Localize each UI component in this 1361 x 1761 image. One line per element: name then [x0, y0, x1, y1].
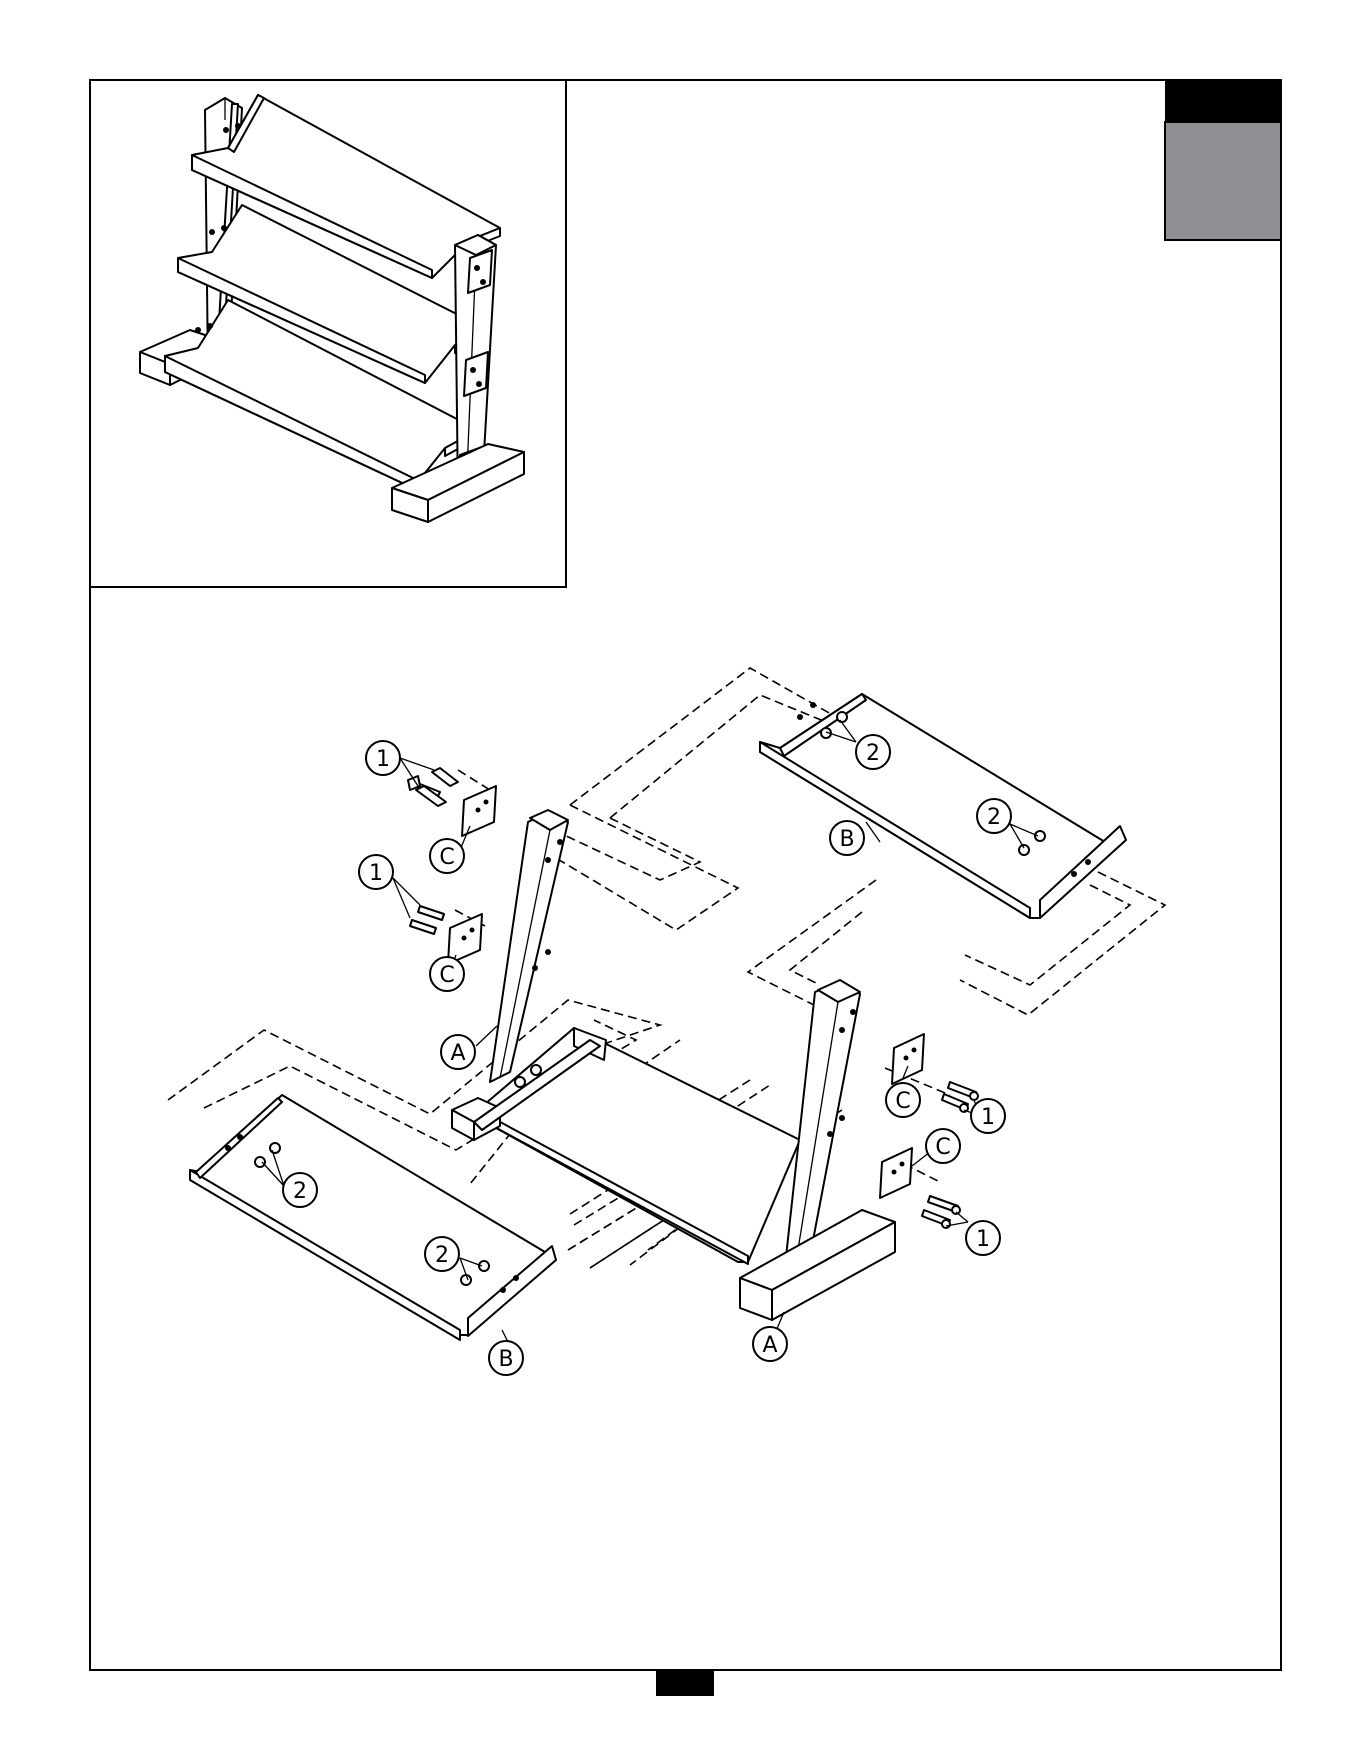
callout-plate-c-3: C — [886, 1083, 920, 1117]
svg-text:1: 1 — [376, 747, 390, 772]
callout-upright-a-right: A — [753, 1327, 787, 1361]
svg-text:B: B — [839, 827, 854, 852]
callout-plate-c-2: C — [430, 957, 464, 991]
svg-text:1: 1 — [976, 1227, 990, 1252]
callout-nut-2c: 2 — [283, 1173, 317, 1207]
svg-text:C: C — [895, 1089, 910, 1114]
svg-text:A: A — [450, 1041, 465, 1066]
shelf-b-top — [760, 694, 1126, 918]
callout-shelf-b-bottom: B — [489, 1341, 523, 1375]
callout-bolt-1b: 1 — [359, 855, 393, 889]
callout-bolt-1d: 1 — [966, 1221, 1000, 1255]
svg-text:2: 2 — [987, 805, 1001, 830]
svg-text:2: 2 — [866, 741, 880, 766]
callout-nut-2a: 2 — [856, 735, 890, 769]
exploded-assembly-diagram: 1 C 1 C A 2 B 2 — [168, 668, 1165, 1375]
svg-text:C: C — [935, 1135, 950, 1160]
callout-plate-c-4: C — [926, 1129, 960, 1163]
svg-text:1: 1 — [369, 861, 383, 886]
callout-upright-a-left: A — [441, 1035, 475, 1069]
callout-nut-2d: 2 — [425, 1237, 459, 1271]
svg-text:A: A — [762, 1333, 777, 1358]
callout-nut-2b: 2 — [977, 799, 1011, 833]
svg-text:2: 2 — [293, 1179, 307, 1204]
svg-text:C: C — [439, 845, 454, 870]
callout-bolt-1c: 1 — [971, 1099, 1005, 1133]
page-number-bar — [656, 1670, 714, 1696]
svg-text:1: 1 — [981, 1105, 995, 1130]
shelf-center — [478, 1028, 800, 1264]
callout-bolt-1a: 1 — [366, 741, 400, 775]
callout-shelf-b-top: B — [830, 821, 864, 855]
finished-rack-illustration — [140, 95, 524, 522]
callout-plate-c-1: C — [430, 839, 464, 873]
section-tab — [1165, 80, 1281, 240]
svg-text:B: B — [498, 1347, 513, 1372]
svg-text:C: C — [439, 963, 454, 988]
svg-text:2: 2 — [435, 1243, 449, 1268]
